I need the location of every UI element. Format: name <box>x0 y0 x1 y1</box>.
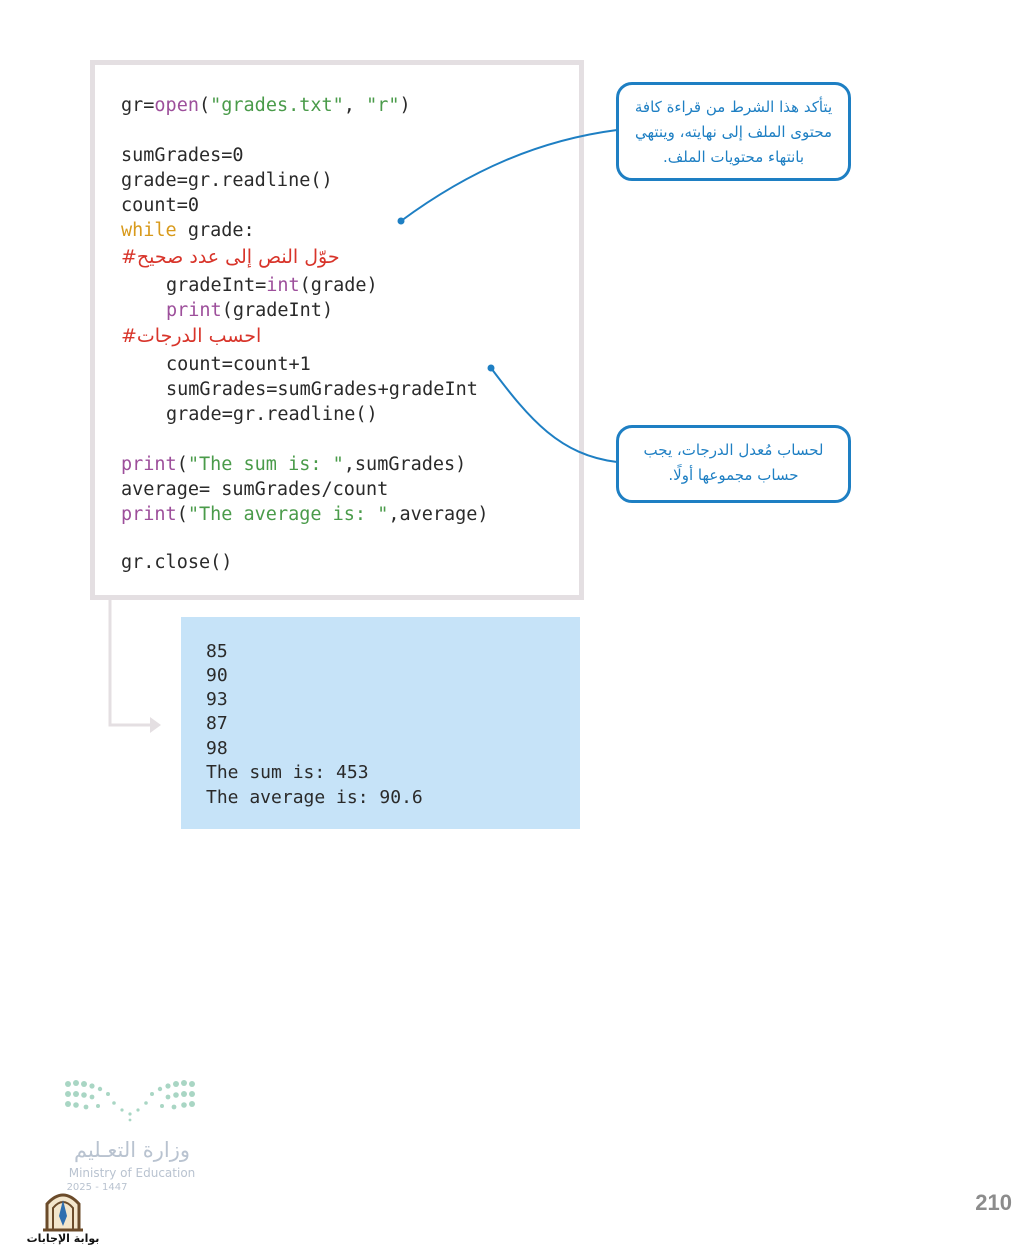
page-number: 210 <box>975 1190 1012 1215</box>
callout-bottom-dot <box>487 364 495 372</box>
code-comment-calc: #احسب الدرجات <box>121 325 262 347</box>
code-line-sum-inc: sumGrades=sumGrades+gradeInt <box>166 379 478 400</box>
code-keyword: while <box>121 220 177 241</box>
output-arrow-line <box>108 597 150 727</box>
code-line-open: gr=open("grades.txt", "r") <box>121 94 411 118</box>
callout-text-line: محتوى الملف إلى نهايته، وينتهي <box>634 123 833 141</box>
program-output: 85 90 93 87 98 The sum is: 453 The avera… <box>181 617 580 829</box>
code-function: print <box>121 454 177 475</box>
code-string: "grades.txt" <box>210 95 344 116</box>
ministry-name-english: Ministry of Education <box>68 1166 196 1180</box>
code-function: print <box>166 300 222 321</box>
output-line: 87 <box>206 713 228 734</box>
callout-text-line: يتأكد هذا الشرط من قراءة كافة <box>634 98 833 116</box>
callout-average: لحساب مُعدل الدرجات، يجب حساب مجموعها أو… <box>616 425 851 503</box>
code-token: grade: <box>176 220 255 241</box>
callout-text-line: لحساب مُعدل الدرجات، يجب <box>643 441 824 459</box>
code-token: ,average) <box>388 504 489 525</box>
callout-top-connector <box>400 129 618 222</box>
code-string: "The sum is: " <box>187 454 344 475</box>
code-function: print <box>121 504 177 525</box>
code-line-print-average: print("The average is: ",average) <box>121 503 489 527</box>
code-line-count-inc: count=count+1 <box>166 354 311 375</box>
output-line: 90 <box>206 665 228 686</box>
code-token: ( <box>176 504 188 525</box>
code-string: "The average is: " <box>187 504 389 525</box>
code-token: ( <box>176 454 188 475</box>
code-comment-convert: #حوّل النص إلى عدد صحيح <box>121 246 340 268</box>
callout-text-line: حساب مجموعها أولًا. <box>668 466 799 484</box>
ministry-dots-icon <box>65 1080 195 1122</box>
code-function: int <box>266 275 300 296</box>
callout-top-dot <box>397 217 405 225</box>
code-line-print-sum: print("The sum is: ",sumGrades) <box>121 453 466 477</box>
code-token: ) <box>399 95 411 116</box>
code-function: open <box>154 95 199 116</box>
output-line-average: The average is: 90.6 <box>206 787 423 808</box>
ministry-name-arabic: وزارة التعـليم <box>73 1138 191 1162</box>
code-listing: gr=open("grades.txt", "r") sumGrades=0 g… <box>90 60 584 600</box>
code-line-average: average= sumGrades/count <box>121 479 389 500</box>
code-string: "r" <box>366 95 400 116</box>
callout-bottom-connector <box>490 367 618 463</box>
output-line: 93 <box>206 689 228 710</box>
code-token: (gradeInt) <box>221 300 334 321</box>
code-line-while: while grade: <box>121 219 255 243</box>
site-badge: بوابة الإجابات <box>26 1186 100 1250</box>
code-token: gradeInt= <box>166 275 267 296</box>
code-token: ( <box>198 95 211 116</box>
output-arrow-head <box>150 717 161 733</box>
code-line-close: gr.close() <box>121 552 233 573</box>
output-line: 98 <box>206 738 228 759</box>
output-line-sum: The sum is: 453 <box>206 762 369 783</box>
code-line-sumgrades: sumGrades=0 <box>121 145 244 166</box>
code-line-readline: grade=gr.readline() <box>121 170 333 191</box>
code-line-print-grade: print(gradeInt) <box>166 299 333 323</box>
callout-text-line: بانتهاء محتويات الملف. <box>662 148 805 166</box>
site-badge-label: بوابة الإجابات <box>26 1232 100 1245</box>
code-token: (grade) <box>299 275 378 296</box>
mosque-pen-icon <box>43 1193 83 1232</box>
code-token: , <box>343 95 367 116</box>
code-token: gr= <box>121 95 155 116</box>
code-line-readline-loop: grade=gr.readline() <box>166 404 378 425</box>
callout-while-condition: يتأكد هذا الشرط من قراءة كافة محتوى المل… <box>616 82 851 181</box>
code-token: ,sumGrades) <box>343 454 467 475</box>
ministry-logo: وزارة التعـليم Ministry of Education 202… <box>62 1076 202 1196</box>
code-line-count: count=0 <box>121 195 199 216</box>
ministry-year: 2025 - 1447 <box>66 1182 128 1193</box>
output-line: 85 <box>206 641 228 662</box>
code-line-int: gradeInt=int(grade) <box>166 274 378 298</box>
